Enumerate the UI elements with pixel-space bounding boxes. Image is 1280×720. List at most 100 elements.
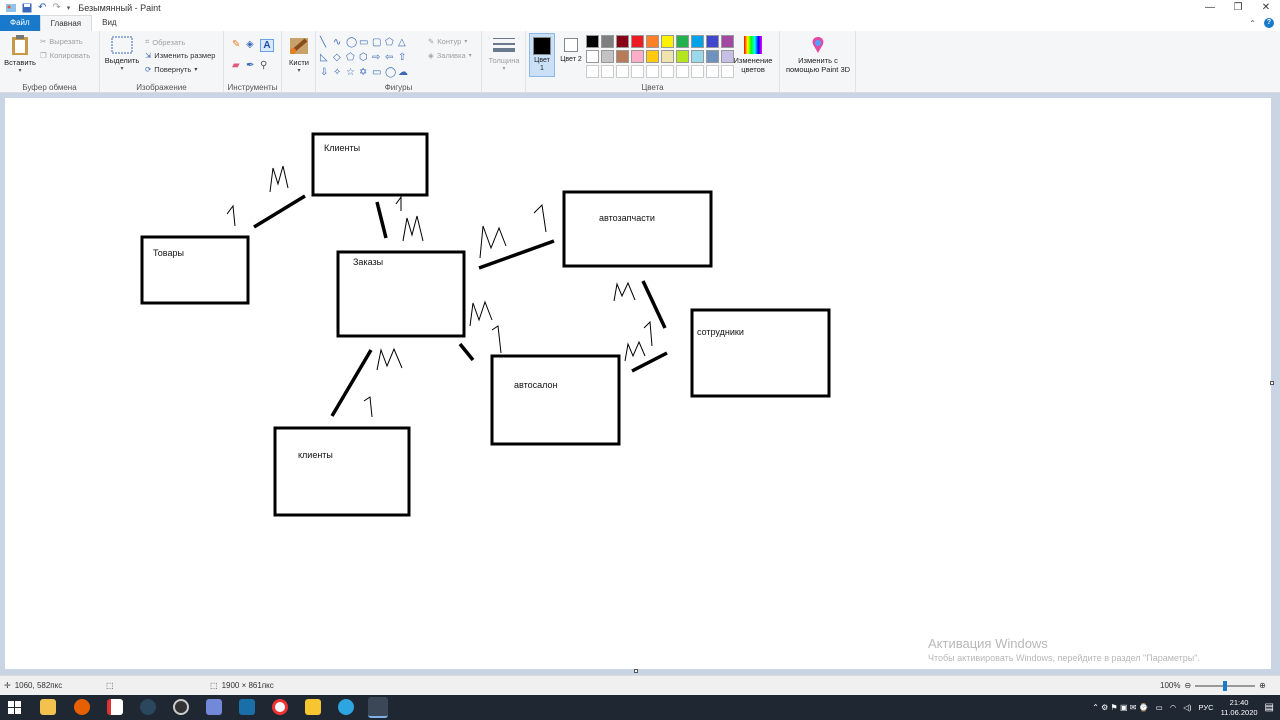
color-picker-icon[interactable]: ✒ <box>246 60 255 71</box>
polygon-shape-icon[interactable]: ⬠ <box>385 37 394 48</box>
yandex-browser-icon[interactable] <box>272 699 288 715</box>
eraser-icon[interactable]: ▰ <box>232 60 240 71</box>
volume-icon[interactable]: ◁) <box>1183 703 1192 712</box>
firefox-icon[interactable] <box>74 699 90 715</box>
help-icon[interactable]: ? <box>1264 18 1274 28</box>
battery-icon[interactable]: ▭ <box>1155 703 1163 712</box>
paste-dropdown-icon[interactable]: ▾ <box>18 68 22 74</box>
pentagon-shape-icon[interactable]: ⬠ <box>346 52 355 63</box>
palette-swatch[interactable] <box>616 35 629 48</box>
fill-button[interactable]: ◈Заливка▾ <box>428 51 472 60</box>
triangle-shape-icon[interactable]: △ <box>398 37 406 48</box>
brushes-dropdown-icon[interactable]: ▾ <box>297 68 301 74</box>
palette-swatch[interactable] <box>691 65 704 78</box>
file-explorer-icon[interactable] <box>40 699 56 715</box>
redo-icon[interactable]: ↷ <box>52 2 61 13</box>
customize-toolbar-icon[interactable]: ▾ <box>66 4 71 12</box>
palette-swatch[interactable] <box>676 50 689 63</box>
select-button[interactable]: Выделить ▾ <box>104 36 140 72</box>
palette-swatch[interactable] <box>661 35 674 48</box>
oval-shape-icon[interactable]: ◯ <box>346 37 358 48</box>
zoom-slider-thumb[interactable] <box>1223 680 1228 691</box>
magnifier-icon[interactable]: ⚲ <box>260 60 268 71</box>
palette-swatch[interactable] <box>616 50 629 63</box>
steam-icon[interactable] <box>140 699 156 715</box>
drawing-canvas[interactable]: Клиенты Товары Заказы автозапчасти сотру… <box>5 98 1271 669</box>
tab-file[interactable]: Файл <box>0 15 40 31</box>
palette-swatch[interactable] <box>586 35 599 48</box>
language-indicator[interactable]: РУС <box>1198 703 1214 712</box>
palette-swatch[interactable] <box>601 35 614 48</box>
palette-swatch[interactable] <box>721 35 734 48</box>
hexagon-shape-icon[interactable]: ⬡ <box>359 52 368 63</box>
shapes-gallery[interactable]: ╲ ∿ ◯ ▭ ▢ ⬠ △ ◺ ◇ ⬠ ⬡ ⇨ ⇦ ⇧ ⇩ ✧ ☆ ✡ ▭ ◯ … <box>320 36 420 78</box>
diamond-shape-icon[interactable]: ◇ <box>333 52 341 63</box>
palette-swatch[interactable] <box>616 65 629 78</box>
palette-swatch[interactable] <box>676 65 689 78</box>
maximize-button[interactable]: ❐ <box>1233 2 1243 13</box>
fill-bucket-icon[interactable]: ◈ <box>246 39 254 50</box>
zoom-slider[interactable] <box>1195 680 1256 691</box>
notifications-icon[interactable]: ▤ <box>1264 702 1274 713</box>
palette-swatch[interactable] <box>691 50 704 63</box>
copy-button[interactable]: ❐Копировать <box>40 51 90 60</box>
clock[interactable]: 21:40 11.06.2020 <box>1221 698 1258 718</box>
steam-icon-2[interactable] <box>239 699 255 715</box>
zoom-out-icon[interactable]: ⊖ <box>1184 681 1192 690</box>
palette-swatch[interactable] <box>706 50 719 63</box>
rotate-button[interactable]: ⟳Повернуть▾ <box>145 65 198 74</box>
palette-swatch[interactable] <box>631 65 644 78</box>
palette-swatch[interactable] <box>601 65 614 78</box>
save-icon[interactable] <box>22 3 32 13</box>
palette-swatch[interactable] <box>646 35 659 48</box>
palette-swatch[interactable] <box>691 35 704 48</box>
star6-shape-icon[interactable]: ✡ <box>359 67 368 78</box>
outline-button[interactable]: ✎Контур▾ <box>428 37 468 46</box>
palette-swatch[interactable] <box>631 35 644 48</box>
brushes-button[interactable]: Кисти ▾ <box>285 36 313 74</box>
rounded-rect-shape-icon[interactable]: ▢ <box>372 37 382 48</box>
text-tool-icon[interactable]: A <box>260 39 274 52</box>
size-dropdown-icon[interactable]: ▾ <box>502 66 506 72</box>
palette-swatch[interactable] <box>706 65 719 78</box>
select-dropdown-icon[interactable]: ▾ <box>120 66 124 72</box>
callout-oval-shape-icon[interactable]: ◯ <box>385 67 397 78</box>
network-icon[interactable]: ◠ <box>1169 703 1177 712</box>
curve-shape-icon[interactable]: ∿ <box>333 37 342 48</box>
zoom-in-icon[interactable]: ⊕ <box>1259 681 1266 690</box>
rectangle-shape-icon[interactable]: ▭ <box>359 37 369 48</box>
paste-button[interactable]: Вставить ▾ <box>4 34 36 74</box>
tab-view[interactable]: Вид <box>102 18 117 27</box>
arrow-right-shape-icon[interactable]: ⇨ <box>372 52 381 63</box>
tab-home[interactable]: Главная <box>39 15 93 31</box>
paint3d-button[interactable]: Изменить с помощью Paint 3D <box>782 36 854 74</box>
cloud-shape-icon[interactable]: ☁ <box>398 67 408 78</box>
star4-shape-icon[interactable]: ✧ <box>333 67 342 78</box>
palette-swatch[interactable] <box>676 35 689 48</box>
yandex-app-icon[interactable] <box>107 699 123 715</box>
palette-swatch[interactable] <box>706 35 719 48</box>
palette-swatch[interactable] <box>601 50 614 63</box>
palette-swatch[interactable] <box>586 50 599 63</box>
palette-swatch[interactable] <box>721 50 734 63</box>
arrow-left-shape-icon[interactable]: ⇦ <box>385 52 394 63</box>
palette-swatch[interactable] <box>661 65 674 78</box>
star5-shape-icon[interactable]: ☆ <box>346 67 355 78</box>
undo-icon[interactable]: ↶ <box>38 2 47 13</box>
palette-swatch[interactable] <box>721 65 734 78</box>
obs-icon[interactable] <box>173 699 189 715</box>
media-player-icon[interactable] <box>305 699 321 715</box>
canvas-resize-handle[interactable] <box>634 669 638 673</box>
arrow-down-shape-icon[interactable]: ⇩ <box>320 67 329 78</box>
pencil-icon[interactable]: ✎ <box>232 39 241 50</box>
callout-rect-shape-icon[interactable]: ▭ <box>372 67 382 78</box>
arrow-up-shape-icon[interactable]: ⇧ <box>398 52 407 63</box>
telegram-icon[interactable] <box>338 699 354 715</box>
resize-button[interactable]: ⇲Изменить размер <box>145 51 215 60</box>
close-button[interactable]: ✕ <box>1261 2 1271 13</box>
start-windows-icon[interactable] <box>8 701 21 714</box>
palette-swatch[interactable] <box>646 50 659 63</box>
discord-icon[interactable] <box>206 699 222 715</box>
palette-swatch[interactable] <box>661 50 674 63</box>
tray-icons[interactable]: ⌃ ⚙ ⚑ ▣ ✉ ⌚ <box>1092 703 1149 712</box>
